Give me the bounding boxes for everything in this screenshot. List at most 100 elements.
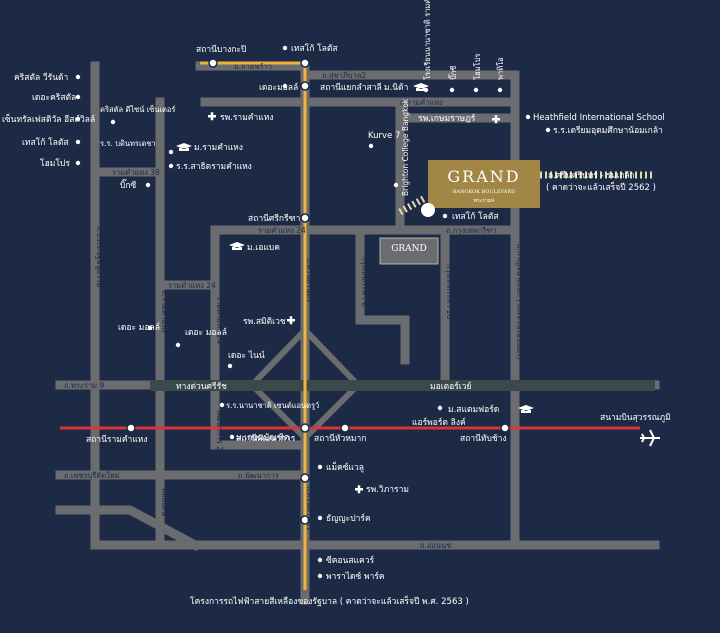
label-the-nine: เดอะ ไนน์ [228,350,265,361]
label-makro: แม็คซ์แวลู [326,461,364,473]
station-marker [300,81,310,91]
label-station-yaek: สถานีแยกลำสาลี [320,82,382,93]
label-suvarnabhumi: สนามบินสุวรรณภูมิ [600,413,671,423]
hospital-icon [210,112,214,121]
graduation-cap-icon [518,405,534,413]
poi-dot [545,127,551,133]
hospital-icon [357,485,361,494]
label-yellow-line-note: โครงการรถไฟฟ้าสายสีเหลืองของรัฐบาล ( คาด… [190,595,469,607]
poi-dot [75,139,81,145]
poi-dot [75,116,81,122]
label-heathfield: Heathfield International School [533,113,665,123]
poi-dot [110,119,116,125]
location-pin [421,203,435,217]
station-marker [500,423,510,433]
poi-dot [525,114,531,120]
grand-small-logo [379,237,439,265]
label-station-srikritha: สถานีศรีกรีฑา [248,213,300,224]
label-station-bangkapi: สถานีบางกะปิ [196,44,246,55]
hospital-icon [494,115,498,124]
hospital-icon [289,316,293,325]
poi-dot [168,149,174,155]
label-st-huamak: สถานีหัวหมาก [314,433,366,444]
grand-logo-box [428,160,540,208]
university-icons [176,83,534,413]
label-rr-sarit: ร.ร.สาธิตรามคำแหง [176,162,252,172]
label-crystal-wn: คริสตัล วีรันด้า [14,72,68,83]
label-brighton: Brighton College Bangkok [401,98,410,196]
road-sukhumvit [55,505,202,552]
hospital-icons [208,112,500,494]
label-central-east: เซ็นทรัลเฟสติวัล อีสต์วิลล์ [2,113,95,125]
poi-dot [449,87,455,93]
label-lat-phrao: ถ.ลาดพร้าว [234,62,272,71]
label-motorway-kr: ทางด่วนศรีรัช [176,381,227,392]
poi-dot [75,160,81,166]
label-ramkhamhaeng24: รามคำแหง 24 [258,226,306,235]
poi-dot [147,325,153,331]
label-st-ramkhamhaeng: สถานีรามคำแหง [86,434,148,445]
poi-dot [175,342,181,348]
label-ramkhamhaeng-v: ถ.รามคำแหง [160,290,169,333]
station-marker [340,423,350,433]
label-krungthep-kritha8: กรุงเทพกรีฑา 8 [360,256,369,307]
label-kasembundit: ม.เกษมบัณฑิต [236,433,289,443]
poi-dot [317,515,323,521]
poi-dot [497,87,503,93]
grand-logo-sub2: พระราม9 [474,198,495,204]
poi-dot [317,464,323,470]
poi-dot [75,94,81,100]
label-triam: ร.ร.เตรียมอุดมศึกษาน้อมเกล้า [553,125,663,136]
road-krungthep-kritha8 [355,225,410,365]
label-stamford: ม.สแตมฟอร์ด [448,404,499,415]
poi-dot [168,163,174,169]
label-kanchanaphisek: ถ.กาญจนาภิเษก (วงแหวนรอบนอก) [515,244,524,360]
poi-dot [437,405,443,411]
label-tesco-top: เทสโก้ โลตัส [291,43,338,54]
label-hosp-ramkhamhaeng: รพ.รามคำแหง [220,113,274,123]
stations [126,58,510,525]
label-st-thapchang: สถานีทับช้าง [460,433,507,444]
label-samitivej: รพ.สมิติเวช [243,317,286,327]
poi-dot [227,363,233,369]
label-klong-tan: คลองตัน [160,488,169,516]
station-marker [300,473,310,483]
label-ramkhamhaeng39: รามคำแหง 39 [112,168,160,177]
poi-dot [317,557,323,563]
motorway-band [150,380,655,391]
label-school-ramkhamhaeng: โรงเรียนนานาชาติ รามคำแหง [423,0,432,80]
label-krungthep-kritha20: กรุงเทพกรีฑา 20 [445,264,454,320]
poi-dot [229,434,235,440]
label-krungthep-kritha: ถ.กรุงเทพกรีฑา [446,226,497,235]
label-thanya-park: ธัญญะปาร์ค [326,513,371,524]
poi-dot [393,182,399,188]
grand-logo-sub: BANGKOK BOULEVARD [453,189,515,195]
poi-dot [368,143,374,149]
graduation-cap-icon [229,242,245,250]
label-srinagarindra-v: ถ.ศรีนครินทร์ [305,258,314,302]
label-abac: ม.เอแบค [247,243,280,253]
label-seacon: ซีคอนสแควร์ [326,555,374,566]
station-marker [126,423,136,433]
label-rr-bodin: ร.ร. บดินทรเดชา [100,139,156,148]
station-marker [300,213,310,223]
label-big-c-left: บิ๊กซี [120,178,137,191]
label-motorway: มอเตอร์เวย์ [430,381,471,392]
poi-dot [219,402,225,408]
label-tesco-left: เทสโก้ โลตัส [22,137,69,148]
label-crystal-design: คริสตัล ดีไซน์ เซ็นเตอร์ [100,104,175,114]
graduation-cap-icon [176,143,192,151]
label-airport-link: แอร์พอร์ต ลิงค์ [412,417,466,428]
station-marker [208,58,218,68]
poi-dots [75,45,551,579]
label-on-nut: ถ.อ่อนนุช [420,541,451,550]
label-inter-school: ร.ร.นานาชาติ เซนต์แอนดรูว์ [226,401,319,410]
grand-small-logo-text: GRAND [391,244,427,254]
grand-logo-main: GRAND [447,167,520,186]
label-the-mall-2: เดอะ มอลล์ [185,327,227,338]
station-marker [300,515,310,525]
label-vibharam: รพ.วิภาราม [366,485,409,495]
label-srinagarindra-rd: ถ.ศรีนครินทร์ - ร่มเกล้า [548,170,635,181]
label-ramkhamhaeng24-v: รามคำแหง 24 [215,296,224,344]
